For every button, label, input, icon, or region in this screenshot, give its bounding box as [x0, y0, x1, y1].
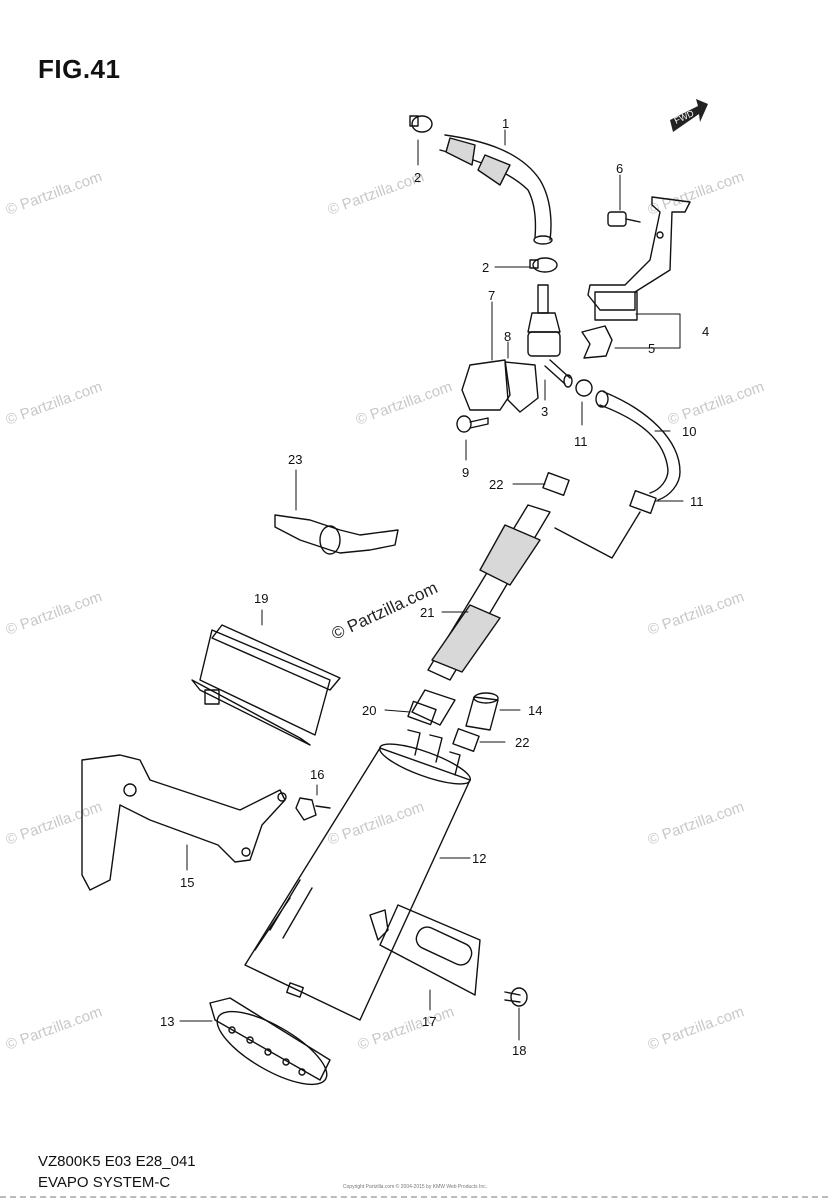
callout: 6	[616, 161, 623, 176]
callout: 14	[528, 703, 542, 718]
watermark: © Partzilla.com	[326, 798, 427, 849]
figure-caption: EVAPO SYSTEM-C	[38, 1174, 171, 1191]
callout: 22	[489, 477, 503, 492]
clip-part-22-lower	[452, 728, 480, 752]
bracket-part-23	[274, 514, 399, 555]
bracket-part-4	[587, 196, 691, 321]
watermark: © Partzilla.com	[646, 588, 747, 639]
watermark: © Partzilla.com	[354, 378, 455, 429]
hose-part-10	[595, 390, 681, 501]
callout: 19	[254, 591, 268, 606]
pad-part-19	[191, 624, 341, 746]
callout: 17	[422, 1014, 436, 1029]
cap-part-13	[209, 997, 331, 1086]
watermark: © Partzilla.com	[4, 168, 105, 219]
callout: 12	[472, 851, 486, 866]
bolt-part-16	[295, 797, 331, 821]
callout: 21	[420, 605, 434, 620]
watermark: © Partzilla.com	[326, 168, 427, 219]
watermark: © Partzilla.com	[4, 798, 105, 849]
hose-part-1	[439, 134, 553, 245]
callout: 8	[504, 329, 511, 344]
clamp-part-7	[461, 359, 511, 411]
clamp-part-2-upper	[409, 115, 433, 133]
callout: 11	[574, 434, 588, 449]
watermark: © Partzilla.com	[666, 378, 767, 429]
clip-part-11-lower	[629, 490, 657, 514]
callout: 1	[502, 116, 509, 131]
hose-line	[554, 511, 641, 559]
bolt-part-6	[607, 211, 641, 227]
cap-part-14	[465, 692, 499, 731]
watermark: © Partzilla.com	[4, 378, 105, 429]
cushion-part-5	[581, 325, 613, 359]
figure-code: VZ800K5 E03 E28_041	[38, 1153, 196, 1170]
clip-part-11-upper	[575, 379, 593, 397]
callout: 16	[310, 767, 324, 782]
callout: 9	[462, 465, 469, 480]
screw-part-9	[456, 415, 489, 433]
figure-title: FIG.41	[38, 54, 121, 84]
callout: 5	[648, 341, 655, 356]
watermark: © Partzilla.com	[4, 1003, 105, 1054]
callout: 4	[702, 324, 709, 339]
callout: 3	[541, 404, 548, 419]
callout: 22	[515, 735, 529, 750]
bracket-part-15	[81, 754, 287, 891]
copyright-notice: Copyright Partzilla.com © 2004-2015 by K…	[342, 1184, 488, 1190]
bottom-divider	[0, 1196, 828, 1198]
callout: 11	[690, 494, 704, 509]
callout: 15	[180, 875, 194, 890]
callout: 10	[682, 424, 696, 439]
canister-part-12	[244, 729, 471, 1021]
callout: 2	[482, 260, 489, 275]
callout: 13	[160, 1014, 174, 1029]
callout-labels: 1 2 2 3 4 5 6 7 8 9 10 11 11 12 13 14 15…	[160, 116, 709, 1058]
clip-part-22-upper	[542, 472, 570, 496]
valve-part-3	[527, 284, 573, 388]
hose-part-21	[411, 504, 551, 726]
watermark: © Partzilla.com	[646, 168, 747, 219]
watermark: © Partzilla.com	[356, 1003, 457, 1054]
callout: 18	[512, 1043, 526, 1058]
screw-part-18	[504, 987, 528, 1007]
leader-lines	[179, 129, 684, 1041]
watermark: © Partzilla.com	[4, 588, 105, 639]
callout: 23	[288, 452, 302, 467]
band-part-17	[369, 904, 481, 996]
callout: 20	[362, 703, 376, 718]
watermark: © Partzilla.com	[646, 1003, 747, 1054]
clamp-part-2-lower	[529, 257, 558, 273]
fwd-arrow-icon: FWD	[670, 99, 708, 132]
watermark: © Partzilla.com	[646, 798, 747, 849]
callout: 2	[414, 170, 421, 185]
clamp-part-8	[504, 361, 539, 413]
clip-part-20	[407, 700, 437, 726]
callout: 7	[488, 288, 495, 303]
